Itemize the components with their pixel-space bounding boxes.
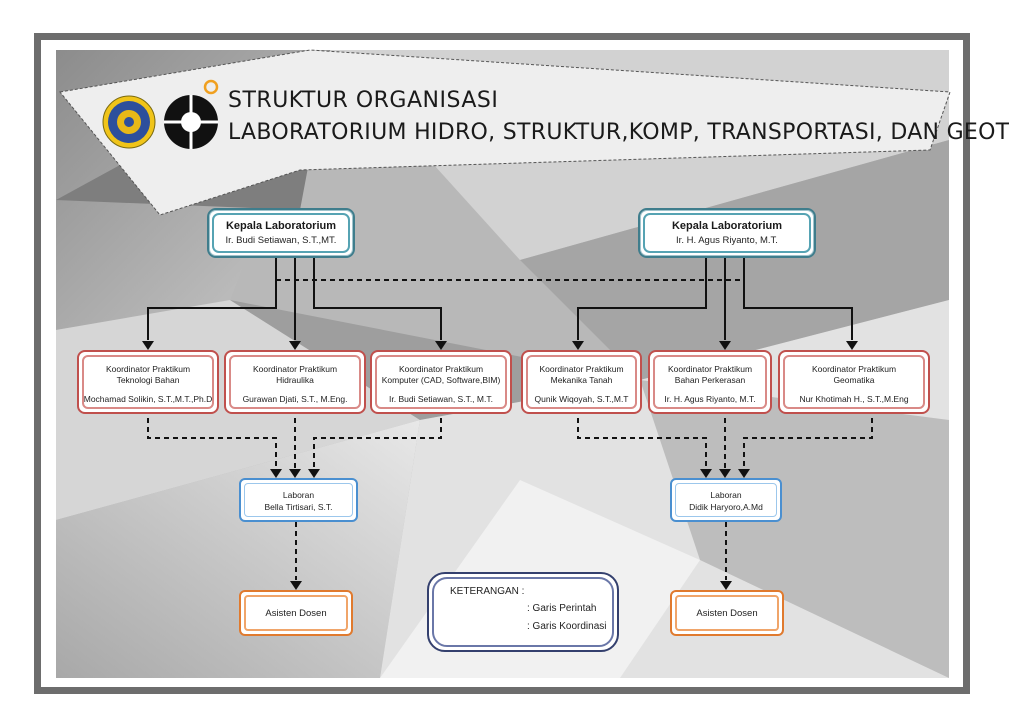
command-line <box>313 258 442 340</box>
coordination-arrow <box>270 469 282 478</box>
coordinator-title: Koordinator Praktikum <box>252 364 338 374</box>
assistant-box-right: Asisten Dosen <box>670 590 784 636</box>
assistant-box-left: Asisten Dosen <box>239 590 353 636</box>
head-box-left: Kepala Laboratorium Ir. Budi Setiawan, S… <box>207 208 355 258</box>
coordination-arrow <box>700 469 712 478</box>
coordination-arrow <box>738 469 750 478</box>
command-arrow <box>719 341 731 350</box>
legend-title: KETERANGAN : <box>450 586 525 597</box>
command-line <box>577 258 707 340</box>
command-line <box>743 258 853 340</box>
coordination-line <box>577 418 707 468</box>
coordinator-subtitle: Hidraulika <box>276 375 314 385</box>
coordinator-name: Ir. Budi Setiawan, S.T., M.T. <box>389 394 493 404</box>
coordinator-box-hidraulika: Koordinator Praktikum Hidraulika Gurawan… <box>224 350 366 414</box>
coordinator-title: Koordinator Praktikum <box>811 364 897 374</box>
laboran-box-left: Laboran Bella Tirtisari, S.T. <box>239 478 358 522</box>
command-arrow <box>289 341 301 350</box>
coordinator-subtitle: Teknologi Bahan <box>116 375 180 385</box>
coordinator-box-mekanika-tanah: Koordinator Praktikum Mekanika Tanah Qun… <box>521 350 642 414</box>
coordination-line <box>313 418 442 468</box>
civil-engineering-logo <box>164 79 219 149</box>
title-line-2: LABORATORIUM HIDRO, STRUKTUR,KOMP, TRANS… <box>228 120 1009 145</box>
coordinator-subtitle: Geomatika <box>833 375 875 385</box>
laboran-title: Laboran <box>710 490 742 500</box>
coordinator-box-geomatika: Koordinator Praktikum Geomatika Nur Khot… <box>778 350 930 414</box>
coordinator-subtitle: Komputer (CAD, Software,BIM) <box>381 375 501 385</box>
legend-solid-label: : Garis Perintah <box>527 603 597 614</box>
coordinator-name: Qunik Wiqoyah, S.T.,M.T <box>534 394 629 404</box>
coordinator-title: Koordinator Praktikum <box>398 364 484 374</box>
coordinator-subtitle: Bahan Perkerasan <box>674 375 746 385</box>
coordination-line <box>147 418 277 468</box>
coordination-arrow <box>290 581 302 590</box>
command-arrow <box>142 341 154 350</box>
coordinator-name: Mochamad Solikin, S.T.,M.T.,Ph.D <box>83 394 213 404</box>
coordinator-box-teknologi-bahan: Koordinator Praktikum Teknologi Bahan Mo… <box>77 350 219 414</box>
command-arrow <box>846 341 858 350</box>
coordinator-name: Nur Khotimah H., S.T.,M.Eng <box>799 394 909 404</box>
coordinator-name: Gurawan Djati, S.T., M.Eng. <box>242 394 348 404</box>
head-name: Ir. Budi Setiawan, S.T.,MT. <box>225 235 337 246</box>
head-name: Ir. H. Agus Riyanto, M.T. <box>676 235 778 246</box>
coordination-line <box>743 418 873 468</box>
coordination-arrow <box>289 469 301 478</box>
laboran-name: Didik Haryoro,A.Md <box>689 502 763 512</box>
coordinator-subtitle: Mekanika Tanah <box>550 375 613 385</box>
coordinator-name: Ir. H. Agus Riyanto, M.T. <box>664 394 756 404</box>
laboran-name: Bella Tirtisari, S.T. <box>264 502 333 512</box>
head-box-right: Kepala Laboratorium Ir. H. Agus Riyanto,… <box>638 208 816 258</box>
coordinator-box-bahan-perkerasan: Koordinator Praktikum Bahan Perkerasan I… <box>648 350 772 414</box>
coordinator-box-komputer: Koordinator Praktikum Komputer (CAD, Sof… <box>370 350 512 414</box>
legend-box <box>427 572 619 652</box>
laboran-box-right: Laboran Didik Haryoro,A.Md <box>670 478 782 522</box>
coordinator-title: Koordinator Praktikum <box>667 364 753 374</box>
assistant-label: Asisten Dosen <box>696 608 758 619</box>
legend-dashed-label: : Garis Koordinasi <box>527 621 607 632</box>
coordinator-title: Koordinator Praktikum <box>539 364 624 374</box>
coordination-arrow <box>719 469 731 478</box>
assistant-label: Asisten Dosen <box>265 608 327 619</box>
head-title: Kepala Laboratorium <box>671 220 783 232</box>
command-arrow <box>435 341 447 350</box>
coordination-arrow <box>720 581 732 590</box>
university-seal-logo <box>102 95 156 149</box>
command-line <box>147 258 277 340</box>
title-line-1: STRUKTUR ORGANISASI <box>228 88 499 113</box>
head-title: Kepala Laboratorium <box>225 220 337 232</box>
coordination-arrow <box>308 469 320 478</box>
coordinator-title: Koordinator Praktikum <box>105 364 191 374</box>
laboran-title: Laboran <box>282 490 315 500</box>
command-arrow <box>572 341 584 350</box>
